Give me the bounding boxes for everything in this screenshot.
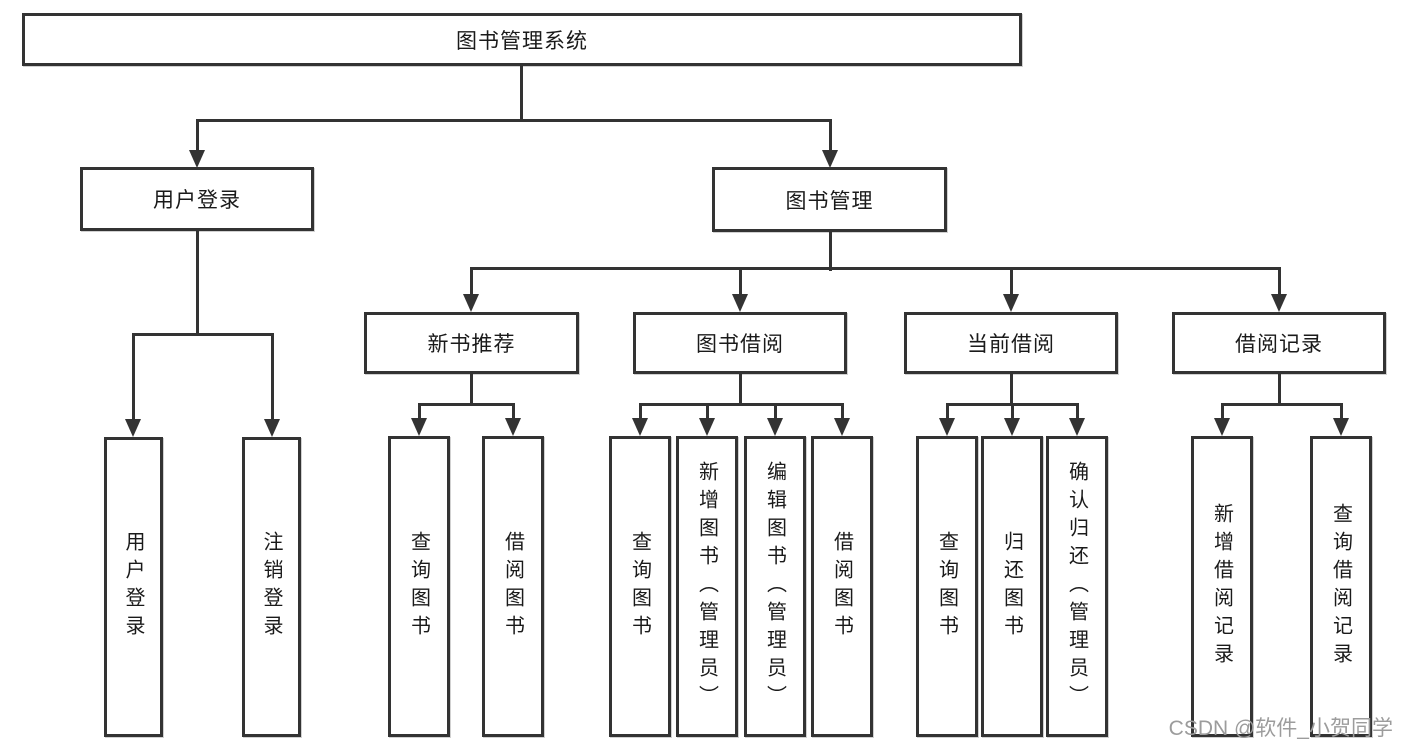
arrow-down-icon — [411, 418, 427, 436]
node-label: 图书管理 — [785, 189, 874, 213]
connector-line — [418, 403, 515, 406]
arrow-down-icon — [939, 418, 955, 436]
connector-line — [1221, 403, 1224, 421]
arrow-down-icon — [632, 418, 648, 436]
connector-line — [512, 403, 515, 421]
connector-line — [271, 333, 274, 421]
connector-line — [470, 267, 473, 297]
arrow-down-icon — [189, 150, 205, 168]
arrow-down-icon — [834, 418, 850, 436]
connector-line — [946, 403, 949, 421]
node-user-login: 用户登录 — [80, 167, 314, 231]
node-label: 查询图书 — [935, 530, 958, 643]
connector-line — [1011, 403, 1014, 421]
arrow-down-icon — [1333, 418, 1349, 436]
arrow-down-icon — [125, 419, 141, 437]
arrow-down-icon — [264, 419, 280, 437]
node-user-login-leaf: 用户登录 — [104, 437, 163, 737]
arrow-down-icon — [1003, 294, 1019, 312]
node-label: 用户登录 — [122, 531, 144, 643]
node-query-books: 查询图书 — [388, 436, 450, 737]
node-label: 新增图书（管理员） — [695, 460, 718, 713]
arrow-down-icon — [822, 150, 838, 168]
connector-line — [470, 267, 1281, 270]
node-return-books: 归还图书 — [981, 436, 1043, 737]
connector-line — [196, 119, 199, 152]
node-label: 查询图书 — [407, 530, 430, 643]
connector-line — [132, 333, 274, 336]
node-label: 查询借阅记录 — [1329, 502, 1352, 671]
node-label: 归还图书 — [1000, 530, 1023, 643]
arrow-down-icon — [732, 294, 748, 312]
node-book-borrow: 图书借阅 — [633, 312, 847, 374]
node-label: 新增借阅记录 — [1210, 502, 1233, 671]
node-label: 新书推荐 — [427, 333, 516, 356]
node-label: 当前借阅 — [967, 333, 1055, 356]
node-query-books: 查询图书 — [609, 436, 671, 737]
node-query-books: 查询图书 — [916, 436, 978, 737]
node-new-book-recommend: 新书推荐 — [364, 312, 579, 374]
arrow-down-icon — [1214, 418, 1230, 436]
connector-line — [739, 267, 742, 297]
connector-line — [1010, 373, 1013, 406]
node-edit-books-admin: 编辑图书（管理员） — [744, 436, 806, 737]
node-query-borrow-record: 查询借阅记录 — [1310, 436, 1372, 737]
node-add-borrow-record: 新增借阅记录 — [1191, 436, 1253, 737]
connector-line — [196, 119, 832, 122]
connector-line — [639, 403, 642, 421]
connector-line — [196, 230, 199, 336]
node-label: 确认归还（管理员） — [1065, 460, 1088, 713]
node-root-library-system: 图书管理系统 — [22, 13, 1022, 66]
node-label: 借阅图书 — [501, 530, 524, 643]
connector-line — [639, 403, 844, 406]
connector-line — [739, 373, 742, 406]
connector-line — [829, 230, 832, 271]
node-borrow-records: 借阅记录 — [1172, 312, 1386, 374]
arrow-down-icon — [505, 418, 521, 436]
node-book-management: 图书管理 — [712, 167, 947, 232]
connector-line — [418, 403, 421, 421]
node-current-borrow: 当前借阅 — [904, 312, 1118, 374]
node-label: 借阅记录 — [1235, 333, 1323, 356]
connector-line — [1221, 403, 1342, 406]
connector-line — [520, 66, 523, 122]
connector-line — [470, 373, 473, 406]
csdn-watermark: CSDN @软件_小贺同学 — [1168, 717, 1393, 740]
connector-line — [1278, 267, 1281, 297]
connector-line — [706, 403, 709, 421]
connector-line — [132, 333, 135, 421]
node-borrow-books: 借阅图书 — [482, 436, 544, 737]
node-confirm-return-admin: 确认归还（管理员） — [1046, 436, 1108, 737]
node-add-books-admin: 新增图书（管理员） — [676, 436, 738, 737]
node-borrow-books: 借阅图书 — [811, 436, 873, 737]
node-logout: 注销登录 — [242, 437, 301, 737]
connector-line — [1278, 373, 1281, 406]
arrow-down-icon — [699, 418, 715, 436]
arrow-down-icon — [1271, 294, 1287, 312]
node-label: 图书管理系统 — [456, 29, 588, 53]
node-label: 查询图书 — [628, 530, 651, 643]
arrow-down-icon — [1004, 418, 1020, 436]
connector-line — [1076, 403, 1079, 421]
connector-line — [1010, 267, 1013, 297]
node-label: 用户登录 — [153, 189, 241, 212]
connector-line — [829, 119, 832, 152]
arrow-down-icon — [1069, 418, 1085, 436]
connector-line — [774, 403, 777, 421]
node-label: 编辑图书（管理员） — [763, 460, 786, 713]
node-label: 图书借阅 — [696, 333, 784, 356]
connector-line — [1340, 403, 1343, 421]
arrow-down-icon — [463, 294, 479, 312]
connector-line — [841, 403, 844, 421]
node-label: 借阅图书 — [830, 530, 853, 643]
arrow-down-icon — [767, 418, 783, 436]
node-label: 注销登录 — [260, 531, 282, 643]
